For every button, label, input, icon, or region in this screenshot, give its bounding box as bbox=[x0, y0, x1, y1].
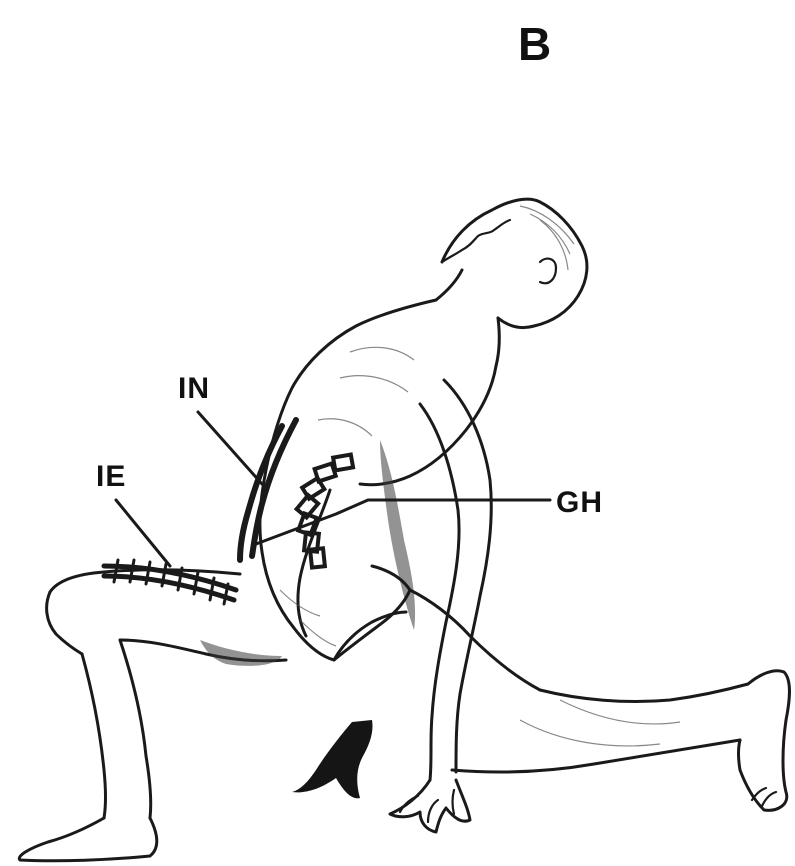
toes bbox=[752, 788, 776, 806]
front-hand bbox=[390, 780, 470, 832]
chest-musculature bbox=[318, 347, 414, 436]
back-thigh-shading bbox=[200, 640, 282, 666]
in-label: IN bbox=[178, 372, 210, 405]
arm-shading bbox=[380, 440, 415, 630]
shorts-creases bbox=[280, 590, 336, 646]
neck-back bbox=[496, 318, 499, 366]
human-figure-illustration bbox=[19, 199, 789, 861]
back-knee bbox=[47, 592, 82, 654]
torso-front bbox=[260, 300, 436, 552]
arm-outer bbox=[420, 404, 459, 780]
calf-muscle bbox=[520, 700, 680, 746]
back-shin-front bbox=[82, 654, 106, 818]
front-shin-lower bbox=[452, 740, 740, 772]
panel-label: B bbox=[518, 18, 552, 70]
gh-label: GH bbox=[556, 486, 603, 519]
ie-label: IE bbox=[96, 460, 126, 493]
ie-leader-line bbox=[116, 500, 170, 566]
back-shin-rear bbox=[120, 640, 151, 818]
shorts-outline bbox=[262, 552, 410, 660]
neck-front bbox=[436, 270, 462, 300]
head-outline bbox=[442, 199, 587, 327]
back-foot bbox=[19, 818, 156, 861]
arm-inner bbox=[444, 380, 491, 772]
front-thigh-top bbox=[410, 590, 540, 690]
front-shin-upper bbox=[540, 684, 748, 702]
ear bbox=[540, 259, 556, 284]
hair-strokes bbox=[520, 206, 574, 270]
back-hand bbox=[292, 720, 373, 798]
in-leader-line bbox=[198, 412, 262, 484]
